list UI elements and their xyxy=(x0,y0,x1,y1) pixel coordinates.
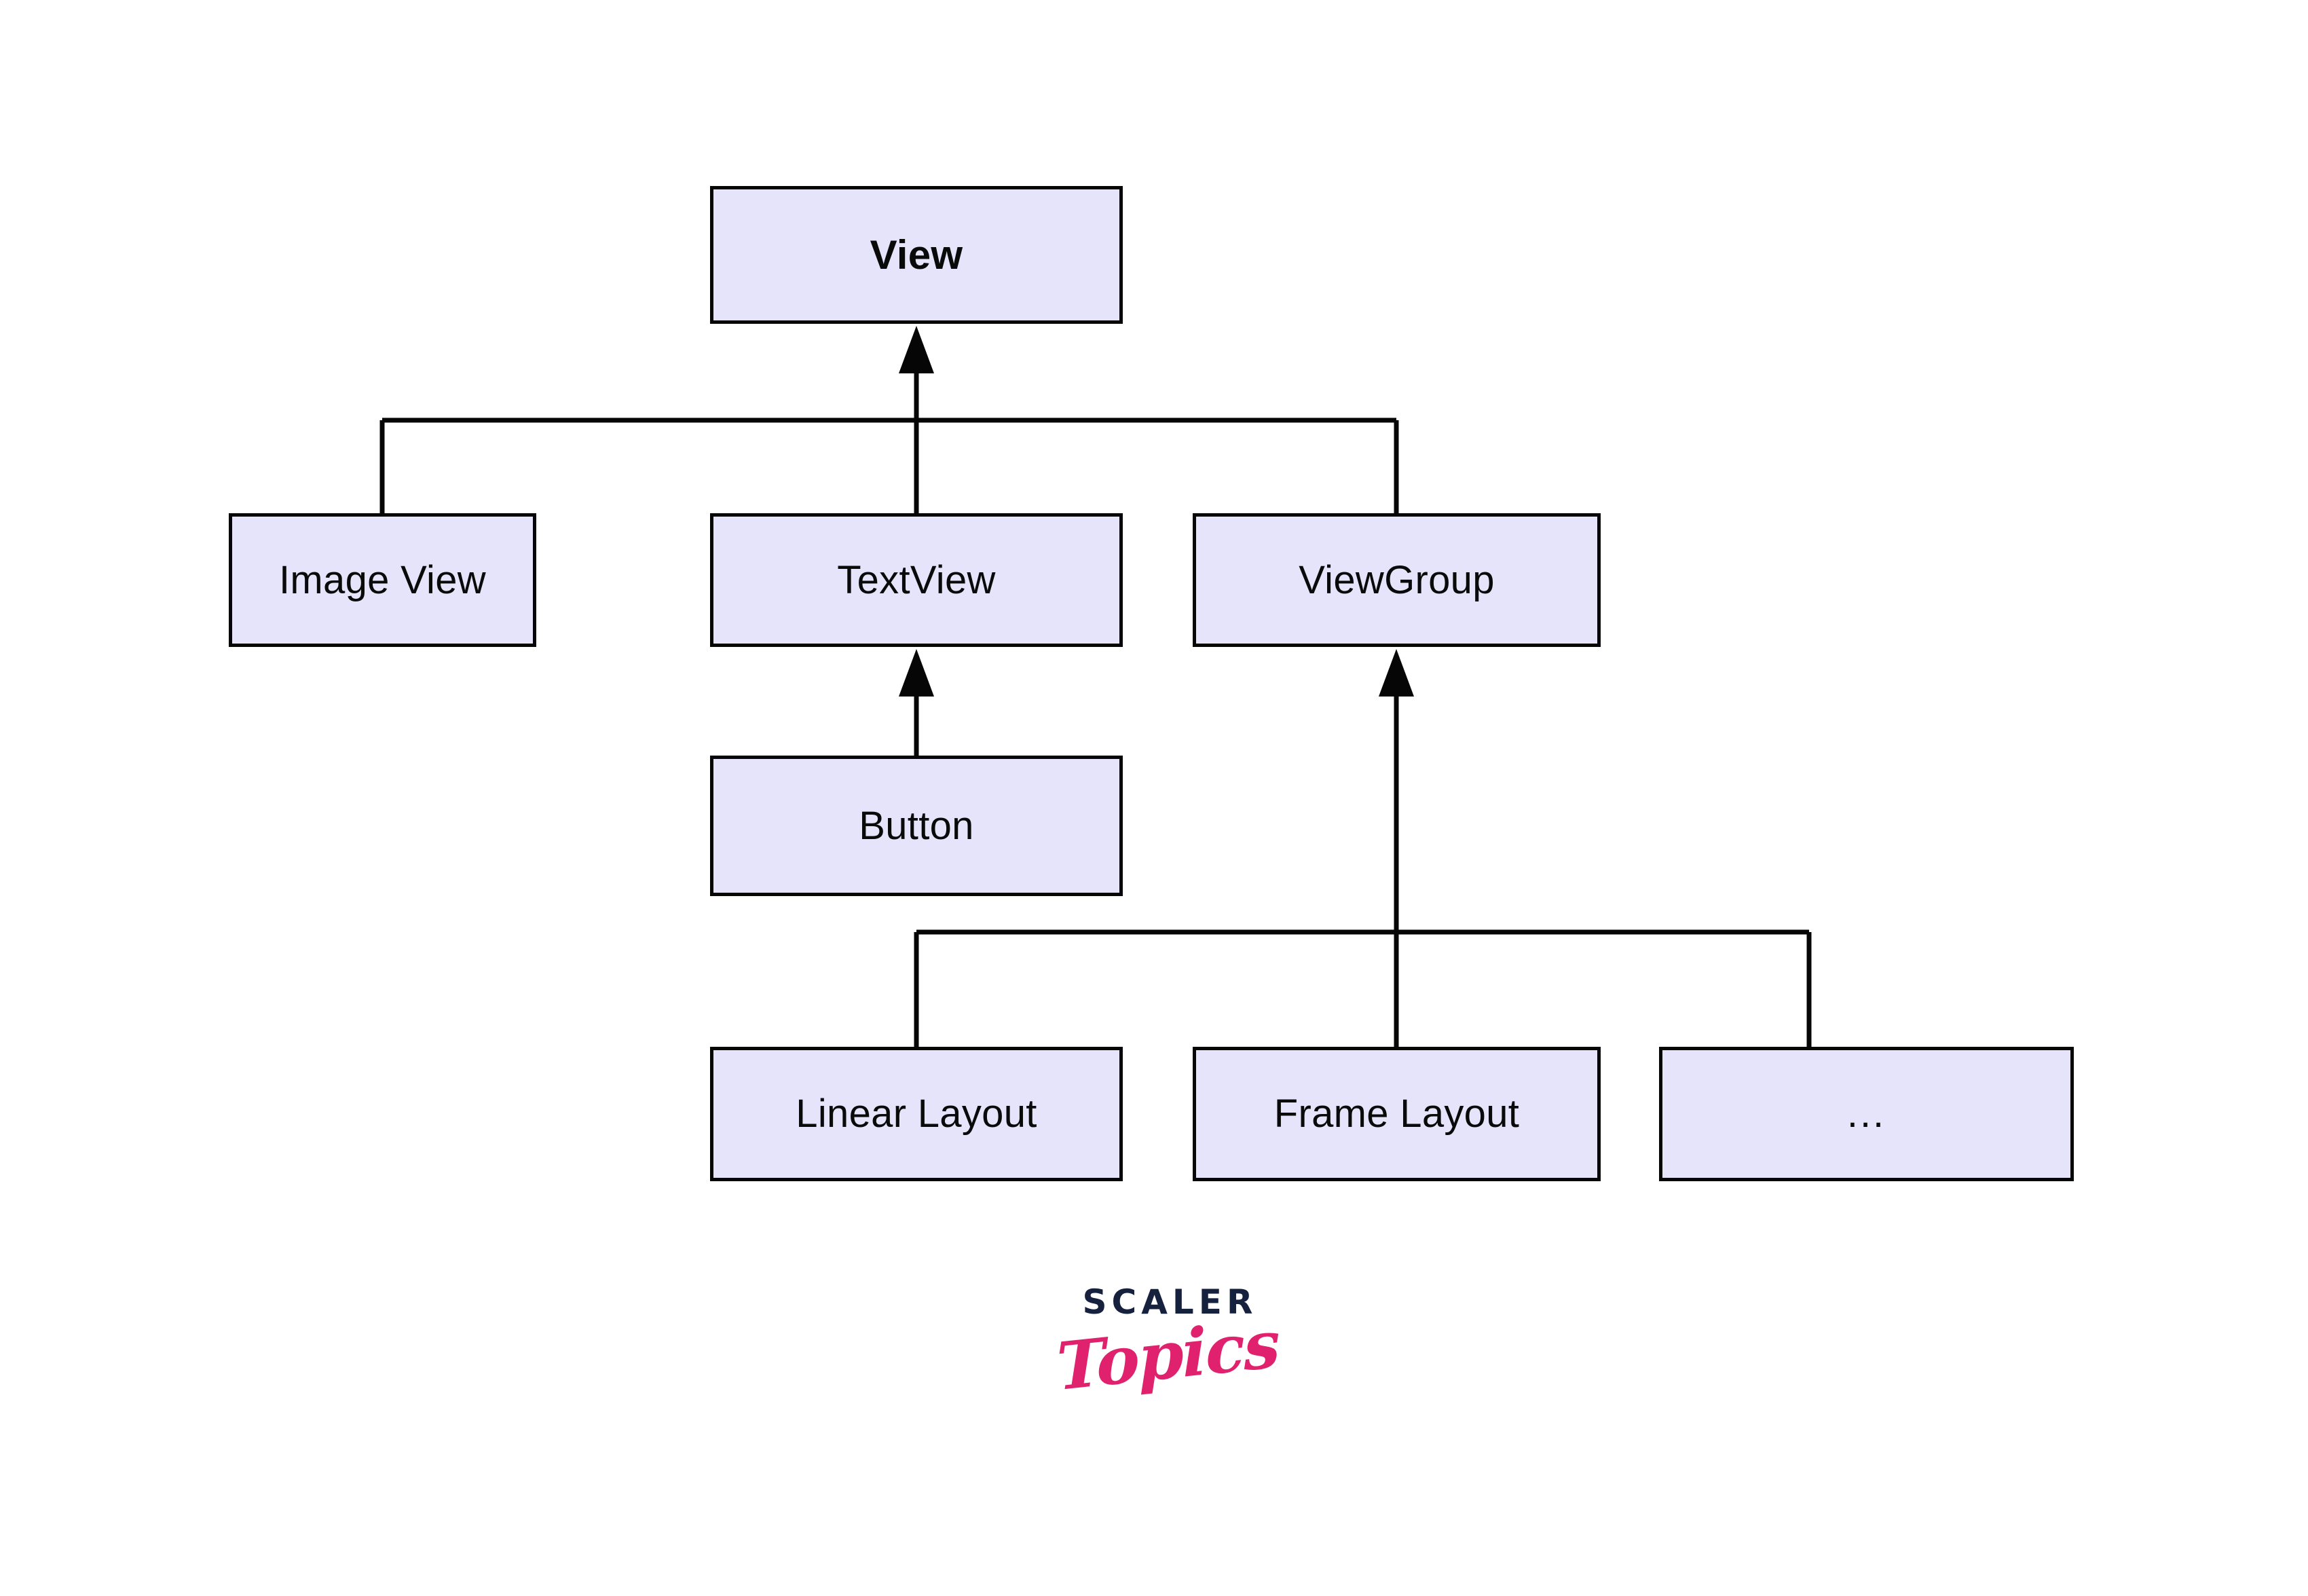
node-view-group-label: ViewGroup xyxy=(1299,557,1495,602)
brand-wordmark-topics: Topics xyxy=(1055,1305,1280,1406)
brand-wordmark-scaler: SCALER xyxy=(1082,1282,1258,1322)
arrowhead-to-text-view xyxy=(899,649,934,697)
node-image-view-label: Image View xyxy=(279,557,486,602)
node-button[interactable]: Button xyxy=(710,756,1123,896)
node-ellipsis-label: ... xyxy=(1846,1092,1886,1136)
arrowhead-to-view xyxy=(899,326,934,373)
node-linear-layout[interactable]: Linear Layout xyxy=(710,1047,1123,1181)
node-text-view[interactable]: TextView xyxy=(710,513,1123,647)
scaler-topics-logo: SCALER Topics xyxy=(1032,1285,1303,1462)
node-button-label: Button xyxy=(859,803,974,848)
node-linear-layout-label: Linear Layout xyxy=(796,1092,1037,1136)
node-view-label: View xyxy=(870,231,963,278)
node-ellipsis[interactable]: ... xyxy=(1659,1047,2074,1181)
node-image-view[interactable]: Image View xyxy=(229,513,536,647)
node-frame-layout-label: Frame Layout xyxy=(1273,1092,1520,1136)
node-view[interactable]: View xyxy=(710,186,1123,324)
arrowhead-to-view-group xyxy=(1379,649,1414,697)
node-frame-layout[interactable]: Frame Layout xyxy=(1193,1047,1601,1181)
node-view-group[interactable]: ViewGroup xyxy=(1193,513,1601,647)
node-text-view-label: TextView xyxy=(837,557,996,602)
